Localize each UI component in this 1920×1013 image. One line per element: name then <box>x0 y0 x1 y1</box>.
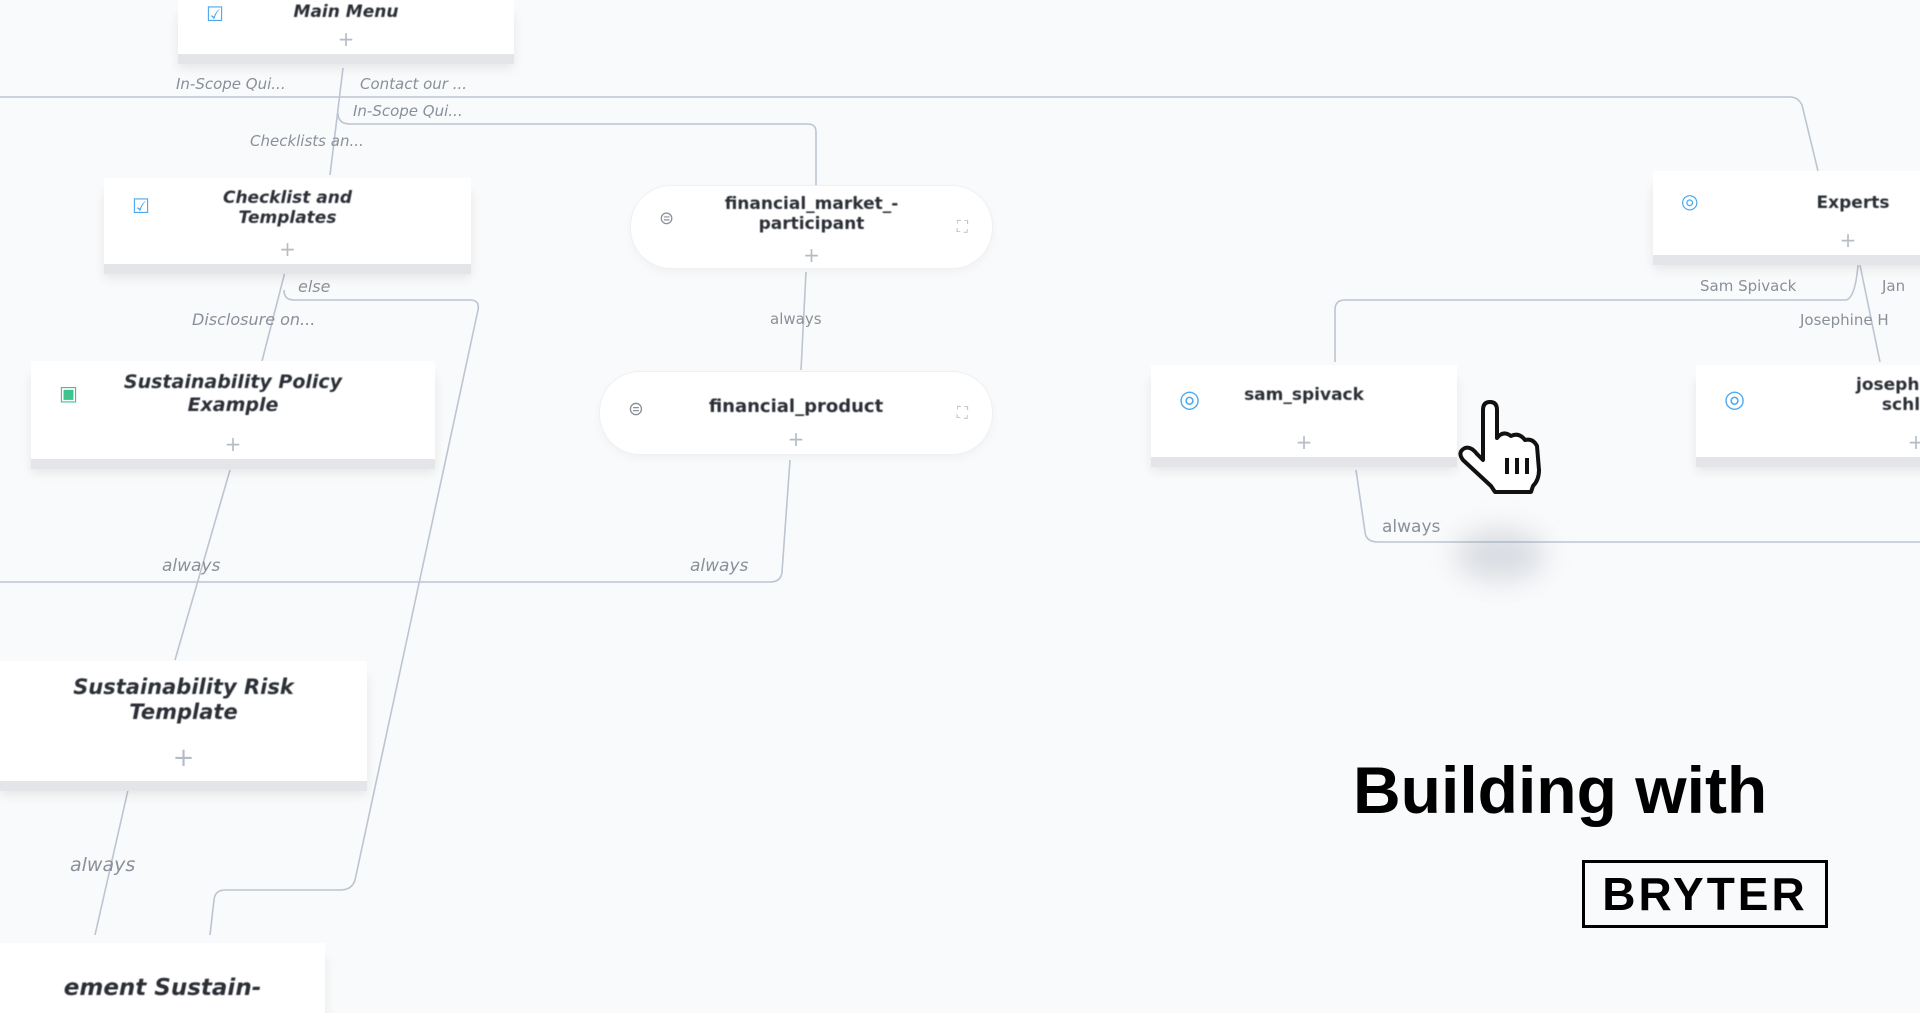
document-icon: ▣ <box>59 381 78 405</box>
cursor-shadow <box>1455 530 1545 580</box>
edge-label: Sam Spivack <box>1700 277 1797 295</box>
target-icon: ◎ <box>1724 385 1745 413</box>
bryter-logo: BRYTER <box>1582 860 1828 928</box>
node-main-menu[interactable]: ☑ Main Menu + <box>178 0 514 54</box>
connector <box>0 459 791 583</box>
add-step-button[interactable]: + <box>337 27 355 51</box>
connector <box>209 289 480 936</box>
node-checklist-templates[interactable]: ☑ Checklist and Templates + <box>104 178 471 264</box>
add-step-button[interactable]: + <box>787 427 805 451</box>
connector <box>329 67 344 176</box>
node-title: ement Sustain- <box>63 975 262 1001</box>
node-title: sam_spivack <box>1244 385 1364 405</box>
add-step-button[interactable]: + <box>1295 430 1313 454</box>
edge-label: In-Scope Qui... <box>176 75 286 93</box>
add-step-button[interactable]: + <box>1839 228 1857 252</box>
add-step-button[interactable]: + <box>172 743 195 774</box>
connector <box>1355 469 1920 543</box>
connector <box>1859 264 1881 363</box>
node-title: financial_product <box>708 396 884 417</box>
edge-label: Contact our ... <box>360 75 468 93</box>
node-title: Checklist and Templates <box>222 188 353 229</box>
node-title: Experts <box>1816 193 1890 213</box>
node-title: Sustainability Policy Example <box>123 371 343 416</box>
node-sam-spivack[interactable]: ◎ sam_spivack + <box>1151 365 1457 457</box>
node-sustainability-risk[interactable]: Sustainability Risk Template + <box>0 661 367 781</box>
connector <box>94 789 129 936</box>
expand-icon[interactable]: ⛶ <box>956 217 968 236</box>
edge-label: Disclosure on... <box>192 310 316 329</box>
checkbox-icon: ☑ <box>206 2 224 26</box>
node-title: financial_market_-participant <box>724 194 899 235</box>
edge-label: always <box>162 556 221 576</box>
node-title: Sustainability Risk Template <box>73 675 294 725</box>
node-title: Main Menu <box>293 2 399 22</box>
node-experts[interactable]: ◎ Experts + <box>1653 171 1920 255</box>
target-icon: ◎ <box>1179 385 1200 413</box>
node-financial-product[interactable]: ⊜ financial_product ⛶ + <box>600 372 992 454</box>
connector <box>174 469 231 661</box>
edge-label: always <box>690 556 749 576</box>
node-financial-market-participant[interactable]: ⊜ financial_market_-participant ⛶ + <box>631 186 992 268</box>
node-bottom[interactable]: ement Sustain- <box>0 943 325 1013</box>
add-step-button[interactable]: + <box>803 243 820 267</box>
node-title: josephine schl <box>1856 375 1920 416</box>
edge-label: In-Scope Qui... <box>353 102 463 120</box>
add-step-button[interactable]: + <box>279 237 296 261</box>
target-icon: ◎ <box>1681 189 1699 213</box>
checkbox-icon: ☑ <box>132 194 150 218</box>
node-sustainability-policy[interactable]: ▣ Sustainability Policy Example + <box>31 361 435 459</box>
edge-label: else <box>298 277 331 296</box>
connector <box>337 112 817 185</box>
expand-icon[interactable]: ⛶ <box>956 403 968 422</box>
add-step-button[interactable]: + <box>224 432 242 456</box>
list-icon: ⊜ <box>628 398 644 420</box>
connector <box>261 267 287 362</box>
node-josephine[interactable]: ◎ josephine schl + <box>1696 365 1920 457</box>
headline: Building with <box>1353 753 1768 827</box>
edge-label: Checklists an... <box>250 132 364 150</box>
connector <box>800 271 807 371</box>
edge-label: always <box>70 854 136 876</box>
edge-label: always <box>1382 517 1441 537</box>
list-icon: ⊜ <box>659 208 675 229</box>
edge-label: Josephine H <box>1800 311 1889 329</box>
edge-label: always <box>770 310 822 328</box>
hand-pointer-cursor-icon <box>1458 400 1541 494</box>
edge-label: Jan <box>1882 277 1906 295</box>
add-step-button[interactable]: + <box>1907 430 1920 454</box>
connector <box>1334 264 1859 362</box>
connector <box>0 96 1819 172</box>
